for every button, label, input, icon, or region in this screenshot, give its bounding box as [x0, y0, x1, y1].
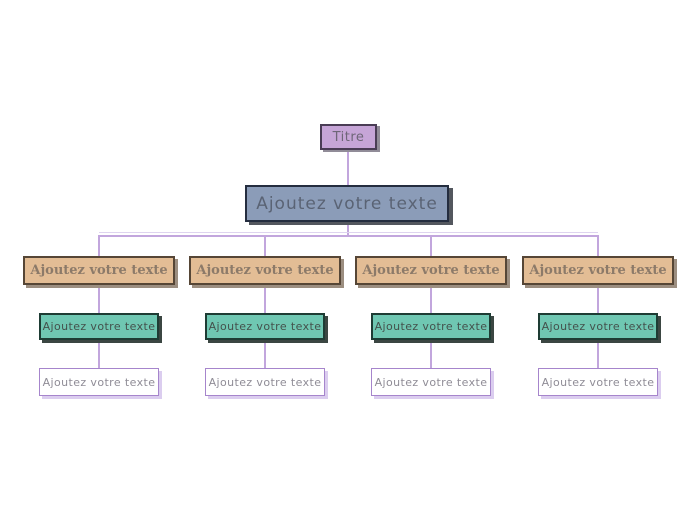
org-node-l3-col1-label: Ajoutez votre texte [30, 263, 168, 278]
org-node-l4-col2-label: Ajoutez votre texte [208, 320, 322, 333]
org-node-l5-col2[interactable]: Ajoutez votre texte [205, 368, 325, 396]
org-node-root-label: Titre [332, 129, 365, 145]
org-node-l3-col2-label: Ajoutez votre texte [196, 263, 334, 278]
org-node-l5-col1-label: Ajoutez votre texte [42, 375, 156, 389]
org-node-l4-col3[interactable]: Ajoutez votre texte [371, 313, 491, 340]
org-node-root[interactable]: Titre [320, 124, 377, 150]
connector-drop-col1 [98, 236, 100, 256]
connector-l3-l4-col3 [430, 285, 432, 313]
connector-l4-l5-col2 [264, 340, 266, 368]
org-node-l4-col2[interactable]: Ajoutez votre texte [205, 313, 325, 340]
connector-l4-l5-col3 [430, 340, 432, 368]
org-node-l3-col2[interactable]: Ajoutez votre texte [189, 256, 341, 285]
org-node-l4-col1[interactable]: Ajoutez votre texte [39, 313, 159, 340]
connector-l3-l4-col2 [264, 285, 266, 313]
org-node-l5-col3-label: Ajoutez votre texte [374, 375, 488, 389]
connector-drop-col2 [264, 236, 266, 256]
org-node-l5-col2-label: Ajoutez votre texte [208, 375, 322, 389]
org-node-l4-col4[interactable]: Ajoutez votre texte [538, 313, 658, 340]
org-node-l3-col3-label: Ajoutez votre texte [362, 263, 500, 278]
connector-l4-l5-col1 [98, 340, 100, 368]
org-node-l3-col1[interactable]: Ajoutez votre texte [23, 256, 175, 285]
connector-l3-l4-col1 [98, 285, 100, 313]
org-node-l4-col4-label: Ajoutez votre texte [541, 320, 655, 333]
org-node-l3-col3[interactable]: Ajoutez votre texte [355, 256, 507, 285]
org-node-l5-col1[interactable]: Ajoutez votre texte [39, 368, 159, 396]
connector-horizontal-bus [98, 235, 599, 237]
connector-l3-l4-col4 [597, 285, 599, 313]
connector-drop-col4 [597, 236, 599, 256]
connector-horizontal-shadow [99, 232, 598, 233]
org-node-l3-col4[interactable]: Ajoutez votre texte [522, 256, 674, 285]
org-node-l5-col4[interactable]: Ajoutez votre texte [538, 368, 658, 396]
org-node-l4-col1-label: Ajoutez votre texte [42, 320, 156, 333]
org-node-l5-col3[interactable]: Ajoutez votre texte [371, 368, 491, 396]
org-node-level2-label: Ajoutez votre texte [256, 193, 438, 214]
connector-root-to-level2 [347, 150, 349, 185]
connector-l4-l5-col4 [597, 340, 599, 368]
org-node-l3-col4-label: Ajoutez votre texte [529, 263, 667, 278]
connector-level2-stub [347, 222, 349, 236]
org-node-l4-col3-label: Ajoutez votre texte [374, 320, 488, 333]
connector-drop-col3 [430, 236, 432, 256]
org-node-level2[interactable]: Ajoutez votre texte [245, 185, 449, 222]
org-node-l5-col4-label: Ajoutez votre texte [541, 375, 655, 389]
